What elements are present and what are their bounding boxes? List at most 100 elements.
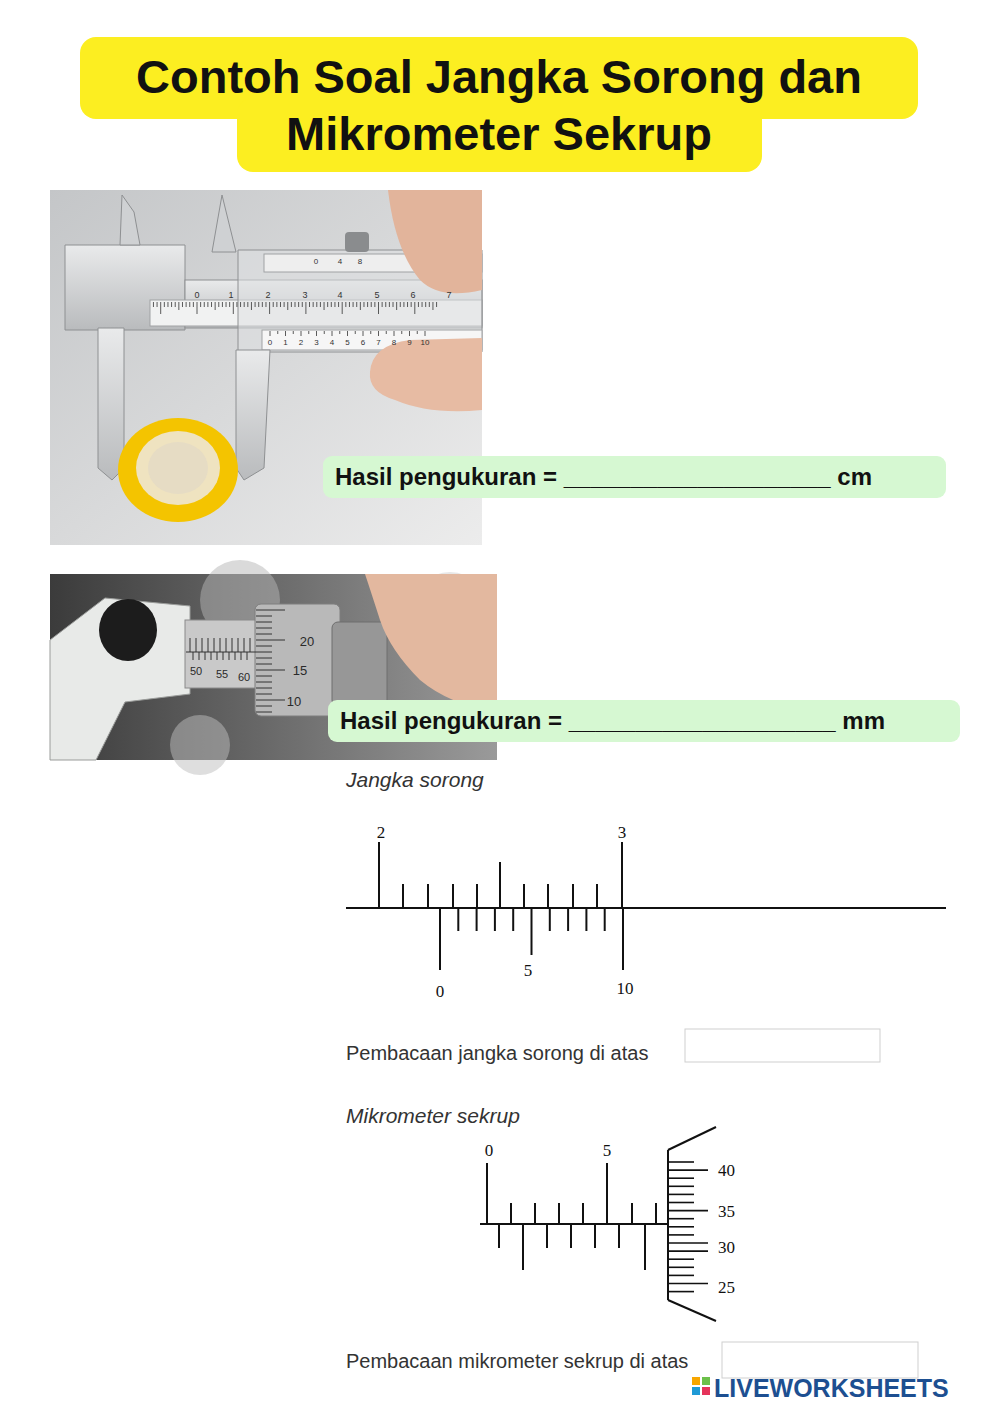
tick-mark bbox=[265, 302, 266, 307]
tick-mark bbox=[378, 302, 379, 314]
scale-number: 40 bbox=[718, 1162, 735, 1179]
tick-mark bbox=[157, 302, 158, 307]
scale-number: 20 bbox=[300, 635, 314, 648]
tick-mark bbox=[452, 884, 454, 908]
tick-mark bbox=[476, 884, 478, 908]
scale-number: 1 bbox=[283, 339, 287, 347]
tick-mark bbox=[256, 676, 272, 677]
question-text: Pembacaan mikrometer sekrup di atas bbox=[346, 1351, 688, 1371]
tick-mark bbox=[510, 1203, 512, 1224]
tick-mark bbox=[316, 302, 317, 307]
tick-mark bbox=[668, 1210, 708, 1212]
tick-mark bbox=[207, 302, 208, 307]
tick-mark bbox=[285, 331, 286, 336]
scale-number: 3 bbox=[618, 824, 627, 841]
tick-mark bbox=[668, 1186, 694, 1188]
tick-mark bbox=[291, 302, 292, 307]
tick-mark bbox=[262, 302, 263, 307]
watermark: LIVEWORKSHEETS bbox=[714, 1376, 949, 1401]
tick-mark bbox=[429, 302, 430, 307]
tick-mark bbox=[668, 1161, 694, 1163]
tick-mark bbox=[401, 331, 402, 334]
tick-mark bbox=[363, 331, 364, 336]
tick-mark bbox=[668, 1267, 694, 1269]
tick-mark bbox=[386, 331, 387, 334]
tick-mark bbox=[378, 331, 379, 336]
tick-mark bbox=[202, 638, 203, 652]
tick-mark bbox=[256, 628, 272, 629]
tick-mark bbox=[316, 331, 317, 336]
tick-mark bbox=[394, 331, 395, 336]
tick-mark bbox=[363, 302, 364, 307]
tick-mark bbox=[655, 1203, 657, 1224]
tick-mark bbox=[164, 302, 165, 307]
micrometer-scale bbox=[480, 1127, 716, 1321]
tick-mark bbox=[270, 331, 271, 336]
tick-mark bbox=[425, 302, 426, 307]
tick-mark bbox=[229, 302, 230, 307]
tick-mark bbox=[621, 842, 623, 908]
tick-mark bbox=[345, 302, 346, 307]
tick-mark bbox=[256, 646, 272, 647]
tick-mark bbox=[226, 302, 227, 307]
tick-mark bbox=[269, 302, 270, 314]
tick-mark bbox=[567, 908, 569, 931]
tick-mark bbox=[293, 331, 294, 334]
answer-box: Hasil pengukuran = ____________________ … bbox=[323, 456, 946, 498]
tick-mark bbox=[178, 302, 179, 310]
answer-box: Hasil pengukuran = ____________________ … bbox=[328, 700, 960, 742]
tick-mark bbox=[256, 712, 272, 713]
scale-number: 6 bbox=[410, 291, 415, 300]
tick-mark bbox=[347, 331, 348, 336]
tick-mark bbox=[498, 1224, 500, 1248]
answer-text: Hasil pengukuran = ____________________ … bbox=[340, 707, 885, 735]
tick-mark bbox=[186, 652, 256, 653]
tick-mark bbox=[523, 884, 525, 908]
tick-mark bbox=[427, 884, 429, 908]
tick-mark bbox=[356, 302, 357, 307]
tick-mark bbox=[432, 302, 433, 310]
tick-mark bbox=[256, 670, 285, 671]
tick-mark bbox=[668, 1202, 694, 1204]
tick-mark bbox=[197, 302, 198, 314]
tick-mark bbox=[222, 302, 223, 307]
scale-number: 25 bbox=[718, 1279, 735, 1296]
tick-mark bbox=[256, 610, 285, 611]
tick-mark bbox=[417, 331, 418, 334]
tick-mark bbox=[585, 908, 587, 931]
tick-mark bbox=[189, 302, 190, 307]
scale-number: 15 bbox=[293, 664, 307, 677]
title-banner bbox=[80, 37, 918, 172]
scale-number: 2 bbox=[299, 339, 303, 347]
tick-mark bbox=[211, 302, 212, 307]
tick-mark bbox=[644, 1224, 646, 1270]
tick-mark bbox=[512, 908, 514, 931]
tick-mark bbox=[342, 302, 343, 314]
tick-mark bbox=[256, 616, 272, 617]
answer-text: Hasil pengukuran = ____________________ … bbox=[335, 463, 872, 491]
scale-number: 0 bbox=[268, 339, 272, 347]
tick-mark bbox=[534, 1203, 536, 1224]
answer-box bbox=[722, 1342, 918, 1378]
tick-mark bbox=[668, 1169, 708, 1171]
tick-mark bbox=[594, 1224, 596, 1248]
tick-mark bbox=[334, 302, 335, 307]
tick-mark bbox=[309, 302, 310, 307]
tick-mark bbox=[499, 862, 501, 908]
scale-number: 0 bbox=[436, 983, 445, 1000]
tick-mark bbox=[668, 1218, 694, 1220]
tick-mark bbox=[668, 1242, 708, 1244]
tick-mark bbox=[668, 1283, 708, 1285]
tick-mark bbox=[324, 302, 325, 310]
tick-mark bbox=[256, 694, 272, 695]
tick-mark bbox=[218, 302, 219, 307]
tick-mark bbox=[208, 638, 209, 652]
tick-mark bbox=[531, 908, 533, 955]
scale-number: 5 bbox=[603, 1142, 612, 1159]
scale-number: 0 bbox=[314, 258, 318, 266]
tick-mark bbox=[199, 652, 200, 660]
tick-mark bbox=[153, 302, 154, 307]
scale-number: 9 bbox=[407, 339, 411, 347]
scale-number: 3 bbox=[302, 291, 307, 300]
tick-mark bbox=[256, 682, 272, 683]
